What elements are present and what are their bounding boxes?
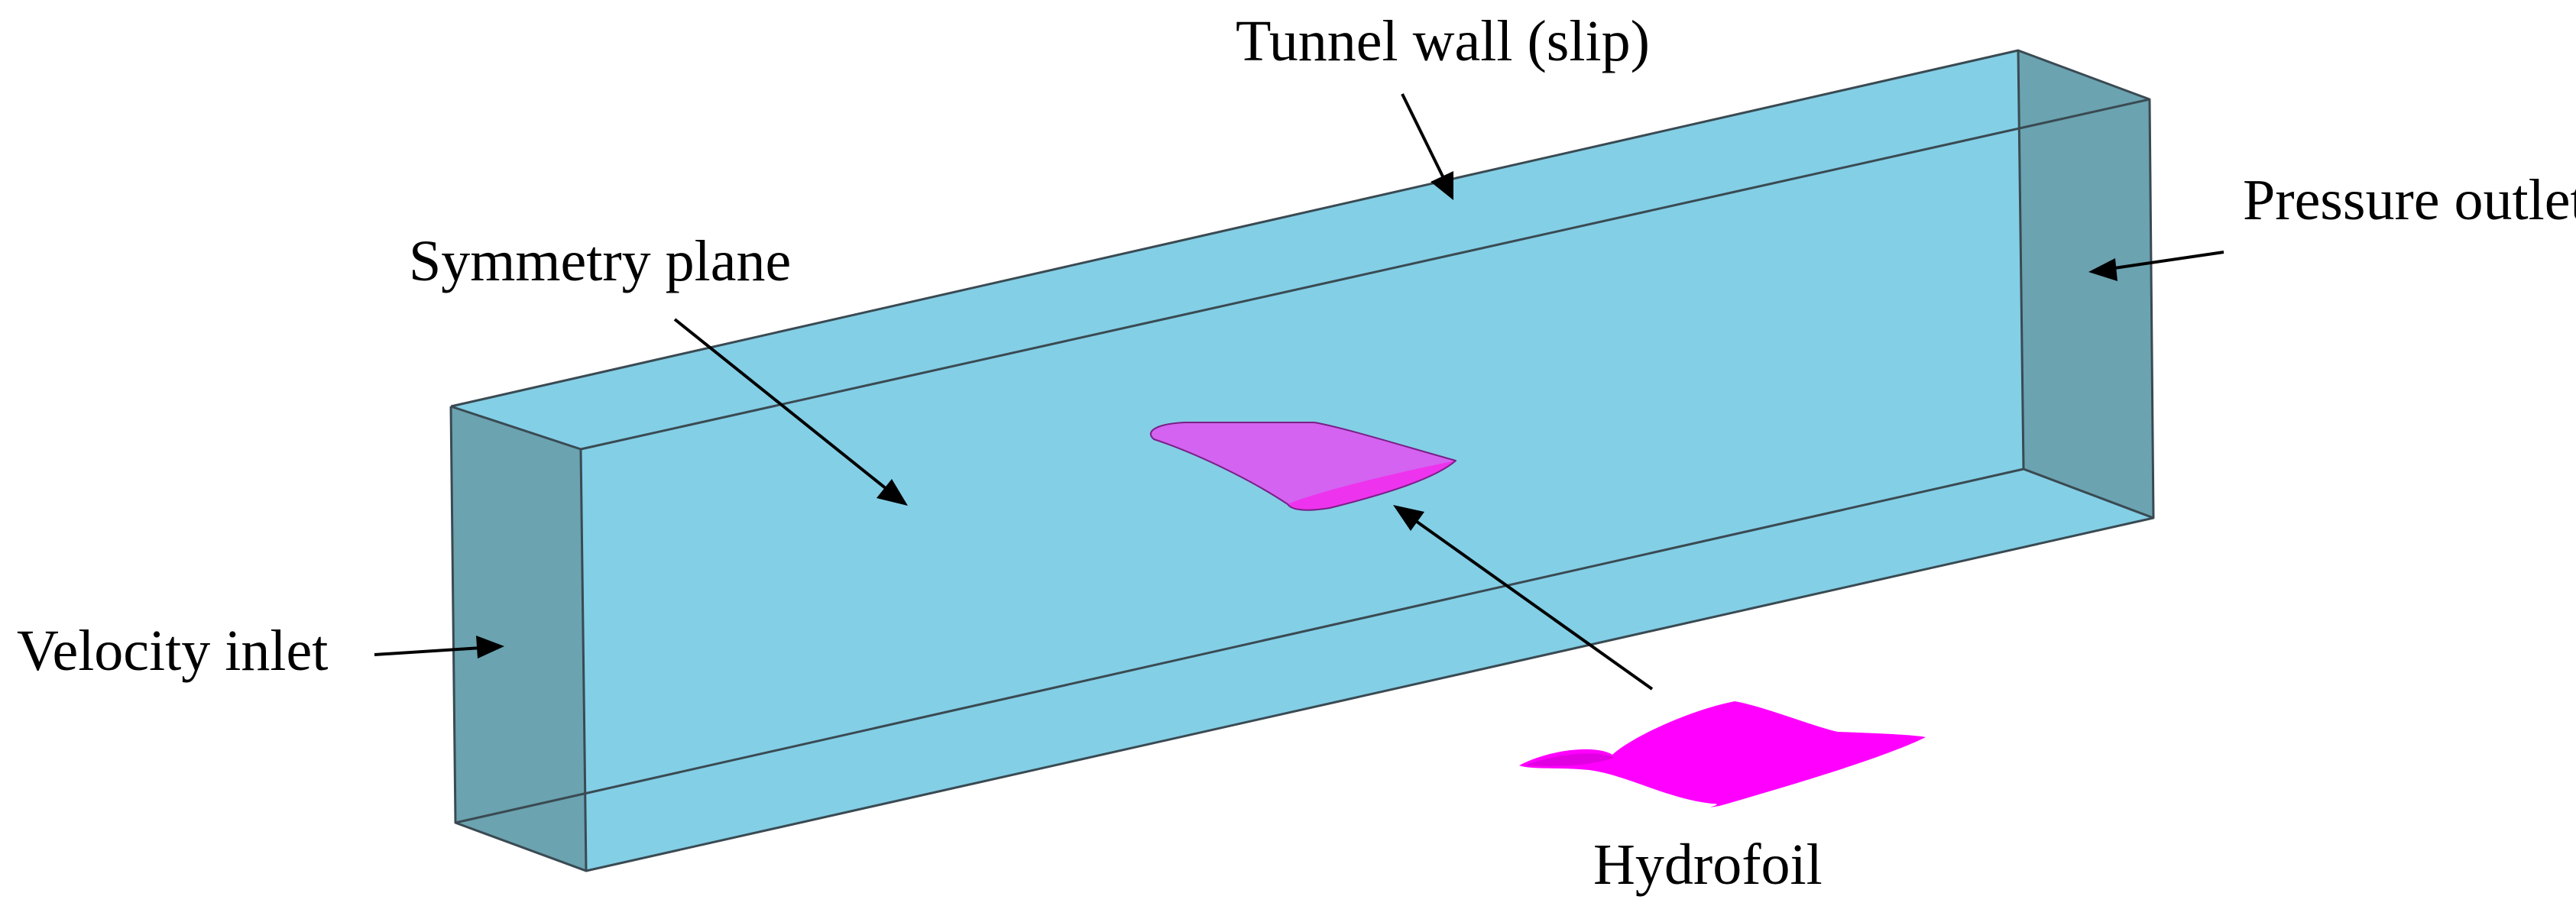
annotation-arrows — [374, 93, 2224, 691]
arrow-hydrofoil-line — [1412, 518, 1654, 691]
edge-front-top — [580, 98, 2150, 451]
arrow-pressure-outlet-line — [2108, 251, 2224, 270]
edge-front-left — [579, 448, 588, 872]
tunnel-wall-face — [451, 50, 2150, 449]
hydrofoil-model — [1519, 701, 1926, 807]
edge-top-left — [450, 405, 582, 451]
tunnel-wall-label: Tunnel wall (slip) — [1236, 9, 1650, 73]
arrow-hydrofoil-head — [1393, 505, 1424, 531]
edge-back-right — [2017, 50, 2025, 470]
arrow-tunnel-wall-line — [1401, 93, 1446, 180]
symmetry-plane-label: Symmetry plane — [409, 229, 791, 293]
hydrofoil-model-shade — [1525, 753, 1614, 766]
pressure-outlet-face — [2018, 50, 2153, 518]
hydrofoil-label: Hydrofoil — [1593, 833, 1823, 897]
hydrofoil-outline — [1149, 422, 1456, 511]
hydrofoil-model-body — [1519, 701, 1926, 807]
hydrofoil-in-domain — [1149, 422, 1456, 511]
arrow-symmetry-plane-head — [876, 479, 908, 506]
arrow-velocity-inlet-line — [374, 646, 482, 656]
velocity-inlet-face — [451, 406, 586, 871]
annotation-labels: Tunnel wall (slip) Pressure outlet Symme… — [17, 9, 2576, 897]
hydrofoil-top-surface — [1150, 422, 1456, 504]
arrow-velocity-inlet-head — [476, 636, 504, 658]
domain-edges — [449, 49, 2155, 872]
hydrofoil-side-surface — [1288, 461, 1456, 510]
edge-back-bottom — [455, 468, 2024, 824]
pressure-outlet-label: Pressure outlet — [2243, 168, 2576, 232]
velocity-inlet-label: Velocity inlet — [17, 619, 328, 683]
arrow-symmetry-plane-line — [673, 318, 888, 490]
edge-bottom-right — [2023, 468, 2154, 519]
arrow-tunnel-wall-head — [1431, 171, 1453, 200]
arrow-pressure-outlet-head — [2088, 258, 2118, 281]
